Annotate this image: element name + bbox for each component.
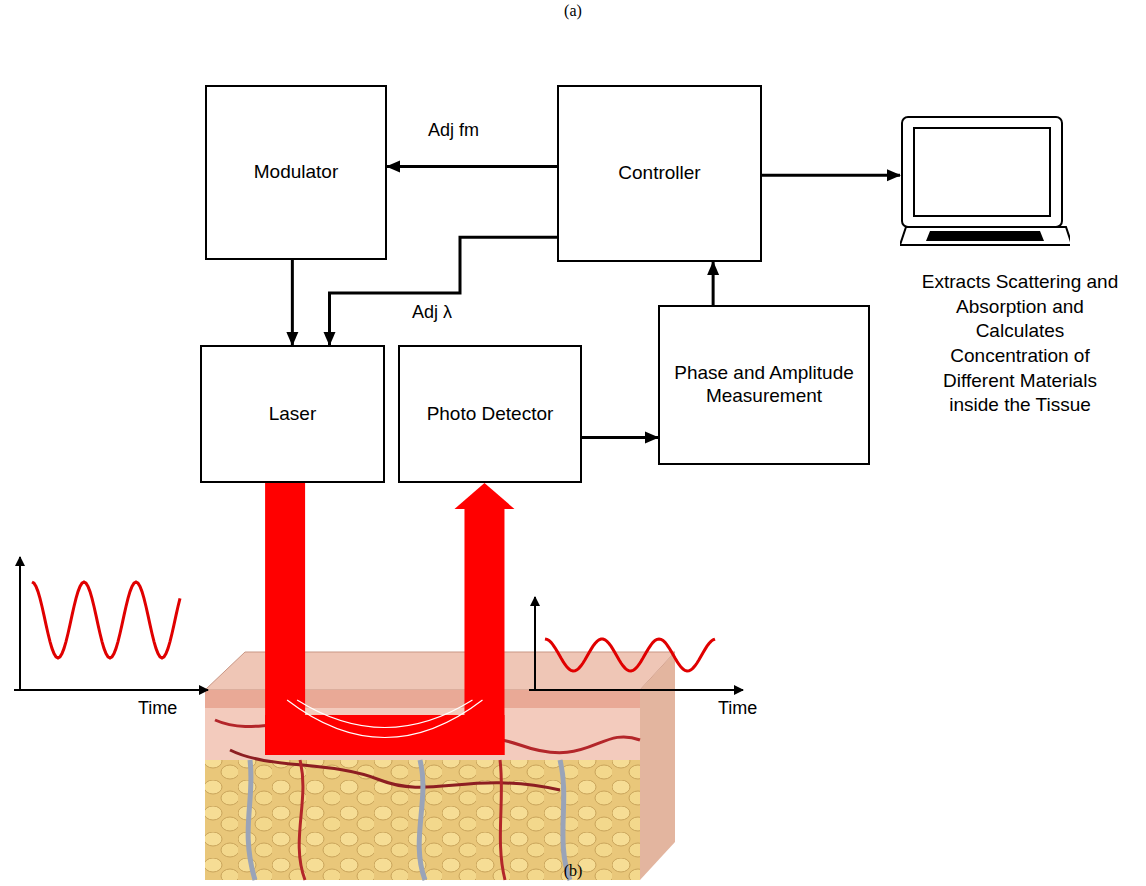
axis-label: Time [718, 698, 757, 719]
signal-arrow [713, 262, 714, 305]
laptop-icon [900, 115, 1070, 250]
signal-arrow [387, 166, 557, 167]
edge-label: Adj λ [412, 302, 452, 323]
box-label: Laser [259, 403, 327, 426]
signal-arrow [762, 175, 900, 176]
box-label: Modulator [244, 161, 349, 184]
process-box: Controller [557, 85, 762, 262]
process-box: Laser [200, 345, 385, 483]
panel-label: (b) [564, 862, 583, 880]
light-path [265, 483, 514, 755]
box-label: Controller [608, 162, 710, 185]
computer-node: Extracts Scattering and Absorption and C… [900, 115, 1140, 418]
process-box: Photo Detector [398, 345, 582, 483]
process-box: Phase and Amplitude Measurement [658, 305, 870, 465]
caption-text: Extracts Scattering and Absorption and C… [900, 270, 1140, 418]
signal-arrow [582, 437, 658, 438]
box-label: Phase and Amplitude Measurement [660, 362, 868, 408]
box-label: Photo Detector [417, 403, 564, 426]
axis-label: Time [138, 698, 177, 719]
edge-label: Adj fm [428, 120, 479, 141]
panel-label: (a) [564, 2, 582, 20]
process-box: Modulator [205, 85, 387, 260]
signal-arrow [292, 260, 293, 345]
